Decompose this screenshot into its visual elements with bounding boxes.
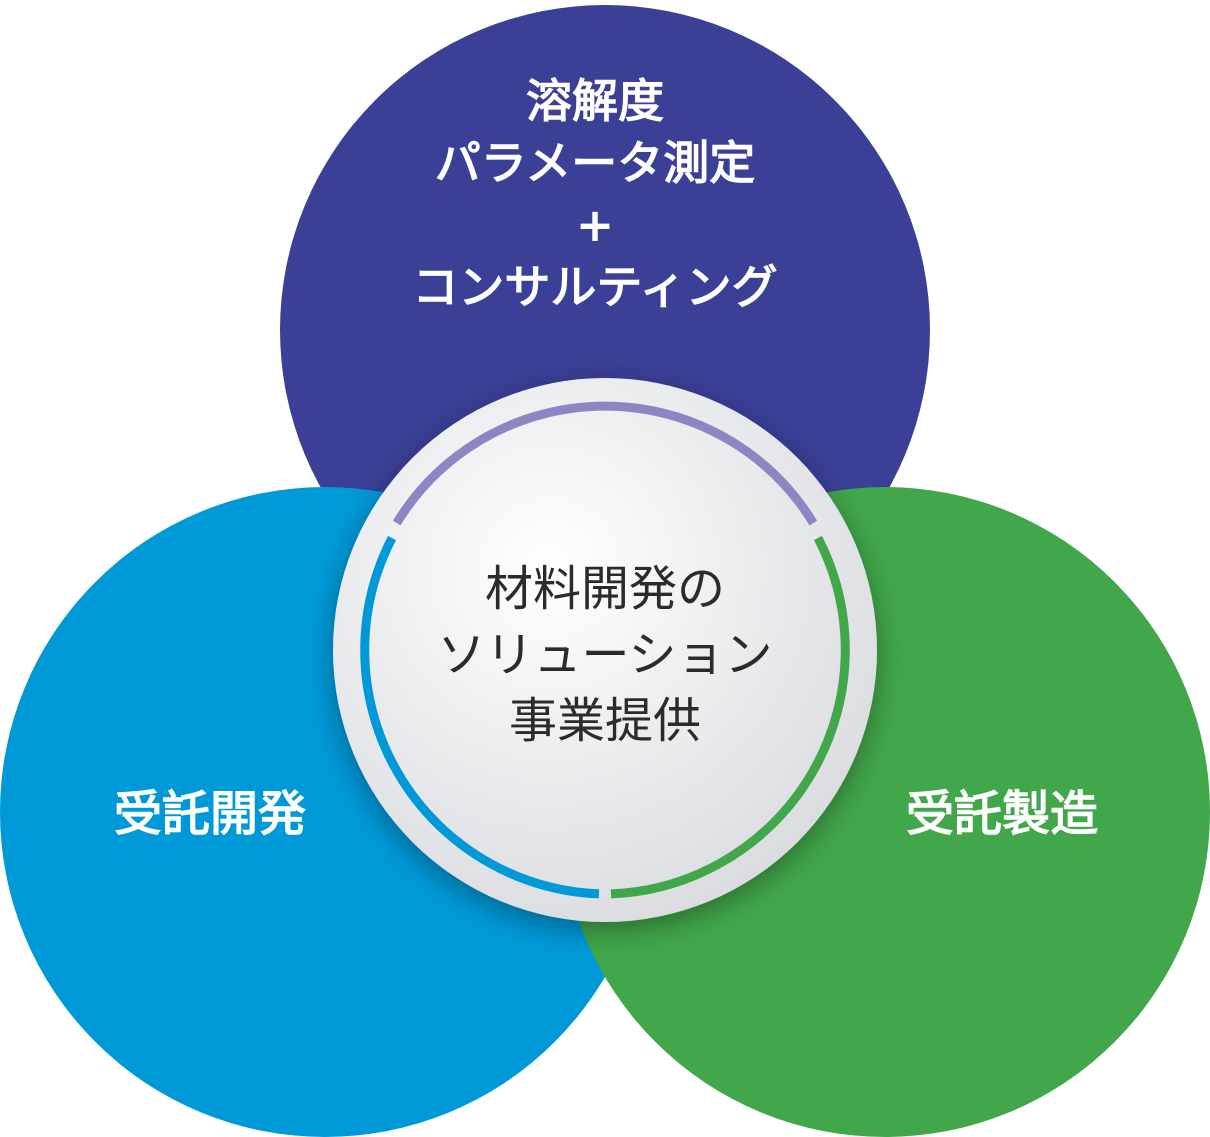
right-circle-label: 受託製造 bbox=[905, 786, 1098, 842]
center-label-line-2: ソリューション bbox=[437, 627, 773, 683]
ring-segment-right bbox=[610, 535, 850, 899]
center-label-line-3: 事業提供 bbox=[508, 693, 701, 749]
top-label-line-3: + bbox=[575, 198, 615, 252]
center-label-line-1: 材料開発の bbox=[484, 561, 725, 617]
ring-segment-left bbox=[360, 535, 600, 899]
top-circle-label: 溶解度 パラメータ測定 + コンサルティング bbox=[380, 70, 810, 318]
top-label-line-1: 溶解度 bbox=[526, 74, 664, 128]
center-circle bbox=[333, 378, 877, 922]
top-label-line-2: パラメータ測定 bbox=[434, 136, 756, 190]
left-circle-label: 受託開発 bbox=[113, 786, 306, 842]
center-circle-label: 材料開発の ソリューション 事業提供 bbox=[400, 556, 810, 754]
ring-segment-top bbox=[392, 401, 818, 526]
top-label-line-4: コンサルティング bbox=[412, 260, 778, 314]
